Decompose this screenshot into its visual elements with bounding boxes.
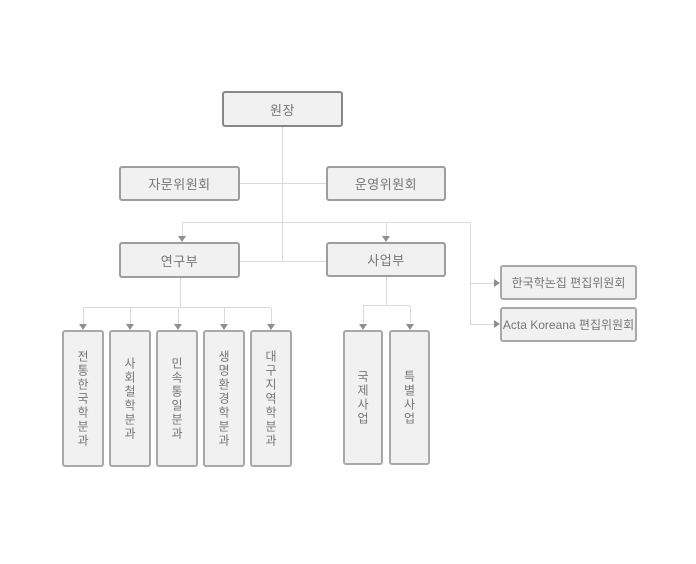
connector-line (240, 183, 326, 184)
node-research-dept: 연구부 (119, 242, 240, 278)
node-research-division-folklore-unification: 민속통일분과 (156, 330, 198, 467)
connector-line (470, 324, 494, 325)
connector-line (363, 305, 410, 306)
node-business-dept: 사업부 (326, 242, 446, 277)
connector-line (363, 306, 364, 323)
node-editorial-committee-acta: Acta Koreana 편집위원회 (500, 307, 637, 342)
node-research-division-daegu-regional: 대구지역학분과 (250, 330, 292, 467)
node-advisory-committee: 자문위원회 (119, 166, 240, 201)
arrow-down-icon (174, 324, 182, 330)
connector-line (83, 308, 84, 324)
connector-line (178, 308, 179, 324)
arrow-down-icon (79, 324, 87, 330)
connector-line (470, 283, 494, 284)
connector-line (470, 222, 471, 324)
connector-line (386, 277, 387, 305)
node-business-division-international: 국제사업 (343, 330, 383, 465)
arrow-down-icon (359, 324, 367, 330)
arrow-down-icon (382, 236, 390, 242)
connector-line (182, 222, 470, 223)
connector-line (182, 223, 183, 236)
node-research-division-social-philosophy: 사회철학분과 (109, 330, 151, 467)
arrow-down-icon (126, 324, 134, 330)
node-director: 원장 (222, 91, 343, 127)
connector-line (240, 261, 326, 262)
arrow-down-icon (406, 324, 414, 330)
arrow-down-icon (178, 236, 186, 242)
arrow-down-icon (220, 324, 228, 330)
connector-line (271, 308, 272, 324)
arrow-down-icon (267, 324, 275, 330)
node-editorial-committee-hanguk: 한국학논집 편집위원회 (500, 265, 637, 300)
connector-line (386, 223, 387, 236)
connector-line (130, 308, 131, 324)
connector-line (224, 308, 225, 324)
node-business-division-special: 특별사업 (389, 330, 430, 465)
connector-line (180, 278, 181, 307)
connector-line (282, 127, 283, 261)
arrow-right-icon (494, 279, 500, 287)
arrow-right-icon (494, 320, 500, 328)
node-research-division-traditional-korean-studies: 전통한국학분과 (62, 330, 104, 467)
connector-line (410, 306, 411, 323)
node-research-division-life-environment: 생명환경학분과 (203, 330, 245, 467)
node-steering-committee: 운영위원회 (326, 166, 446, 201)
connector-line (83, 307, 271, 308)
